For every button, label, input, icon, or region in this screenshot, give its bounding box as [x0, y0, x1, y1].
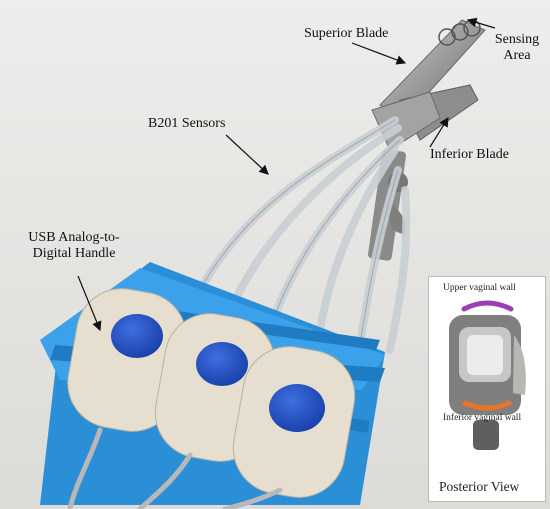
- superior-blade-label: Superior Blade: [304, 26, 389, 41]
- usb-cables: [67, 427, 283, 509]
- posterior-view-inset: Upper vaginal wall Inferior vaginal wall…: [428, 276, 546, 502]
- usb-handles: [67, 288, 356, 498]
- inferior-wall-label: Inferior vaginal wall: [443, 413, 522, 423]
- usb-handle-label: USB Analog-to-Digital Handle: [28, 230, 120, 261]
- inferior-blade-label: Inferior Blade: [430, 147, 509, 162]
- posterior-view-photo: [449, 300, 526, 450]
- upper-wall-label: Upper vaginal wall: [443, 283, 516, 293]
- arrow-icon: [77, 17, 496, 332]
- posterior-view-caption: Posterior View: [439, 479, 520, 494]
- b201-sensors-label: B201 Sensors: [148, 116, 226, 131]
- sensing-area-label: Sensing Area: [494, 32, 540, 63]
